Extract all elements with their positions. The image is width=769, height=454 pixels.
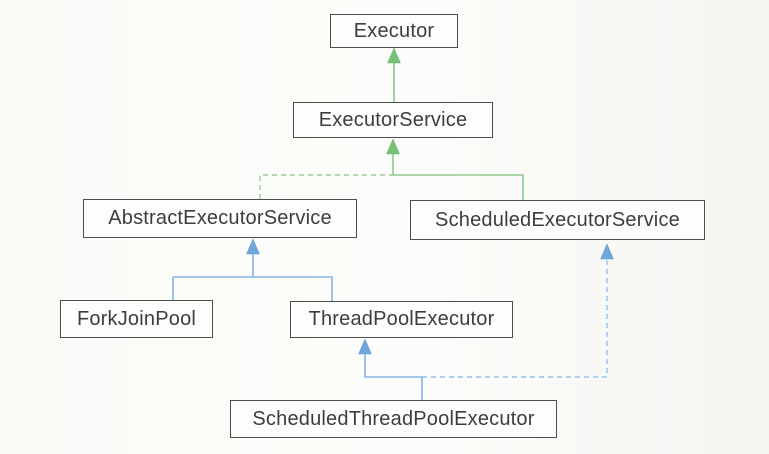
arrowhead-into-scheduledexecutorservice [600,243,614,260]
edge-abstractexecutorservice-to-executorservice [259,174,393,199]
node-executor-service-label: ExecutorService [318,108,468,131]
arrowhead-into-threadpoolexecutor [358,338,372,355]
node-scheduled-executor-service: ScheduledExecutorService [410,200,705,240]
node-fork-join-pool: ForkJoinPool [60,300,213,338]
node-thread-pool-executor-label: ThreadPoolExecutor [308,308,495,330]
node-abstract-executor-service-label: AbstractExecutorService [108,207,332,229]
arrowhead-into-executor [387,47,401,64]
node-thread-pool-executor: ThreadPoolExecutor [290,301,513,338]
node-executor-label: Executor [353,19,435,42]
node-executor-service: ExecutorService [293,102,493,138]
edge-forkjoinpool-threadpoolexecutor-branch [172,276,333,301]
node-fork-join-pool-label: ForkJoinPool [76,307,197,330]
edge-scheduledthreadpoolexecutor-to-scheduledexecutorservice [422,258,608,378]
node-scheduled-thread-pool-executor: ScheduledThreadPoolExecutor [230,400,557,438]
node-scheduled-thread-pool-executor-label: ScheduledThreadPoolExecutor [252,407,535,430]
node-executor: Executor [330,14,458,48]
arrowhead-into-executorservice [386,138,400,155]
edge-scheduledthreadpoolexecutor-to-threadpoolexecutor [364,353,423,400]
node-abstract-executor-service: AbstractExecutorService [83,199,357,238]
arrowhead-into-abstractexecutorservice [246,238,260,255]
edge-scheduledexecutorservice-to-executorservice [393,174,524,200]
node-scheduled-executor-service-label: ScheduledExecutorService [435,208,680,231]
